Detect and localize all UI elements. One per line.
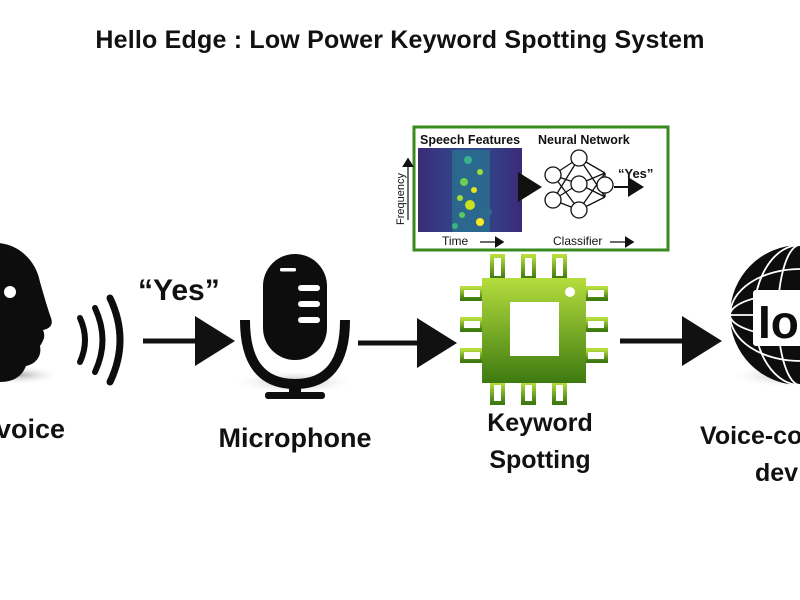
time-axis-label: Time bbox=[442, 234, 469, 248]
page-title: Hello Edge : Low Power Keyword Spotting … bbox=[95, 26, 705, 54]
spectrogram-image bbox=[418, 148, 522, 232]
neural-network-icon bbox=[544, 149, 614, 219]
device-caption-line1: Voice-co bbox=[700, 422, 800, 450]
nn-output-label: “Yes” bbox=[618, 166, 653, 181]
neural-network-label: Neural Network bbox=[538, 133, 630, 147]
kws-caption-line2: Spotting bbox=[489, 446, 591, 474]
voice-caption: voice bbox=[0, 414, 66, 444]
frequency-axis-label: Frequency bbox=[395, 173, 407, 225]
kws-inset-panel: Speech Features Neural Network “Yes” Fre… bbox=[395, 125, 670, 252]
speech-features-label: Speech Features bbox=[420, 133, 520, 147]
spoken-word-label: “Yes” bbox=[138, 274, 220, 307]
device-caption-line2: dev bbox=[755, 459, 799, 487]
kws-caption-line1: Keyword bbox=[487, 409, 593, 437]
classifier-label: Classifier bbox=[553, 234, 602, 248]
processor-chip-icon bbox=[460, 254, 608, 405]
microphone-icon bbox=[233, 254, 357, 399]
human-head-icon bbox=[0, 243, 60, 385]
iot-globe-icon: Io bbox=[729, 244, 800, 388]
microphone-caption: Microphone bbox=[218, 423, 372, 453]
device-logo-text: Io bbox=[758, 296, 799, 348]
sound-waves-icon bbox=[77, 294, 124, 386]
